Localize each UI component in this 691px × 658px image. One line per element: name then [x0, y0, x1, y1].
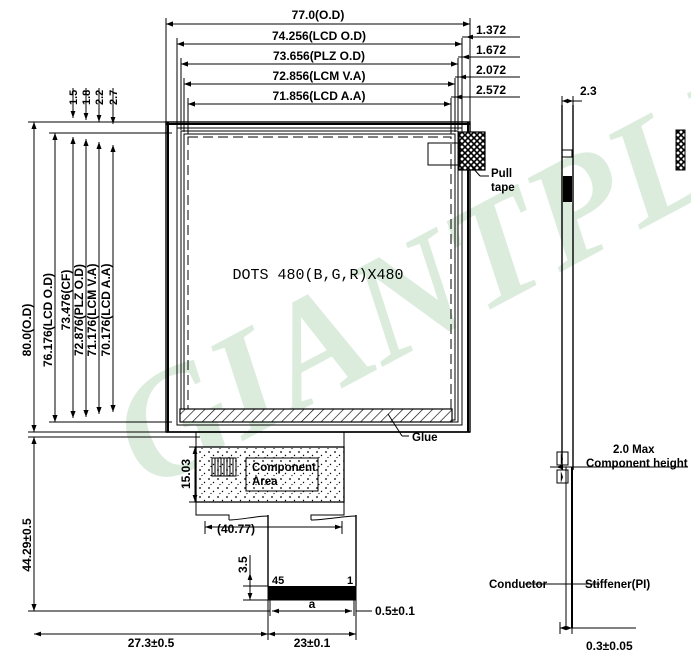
pin-number-1: 1	[347, 575, 353, 587]
dim-offset-4: 2.572	[476, 83, 506, 97]
dim-component-width: (40.77)	[217, 522, 255, 536]
dim-side-thickness: 2.3	[580, 84, 597, 98]
dim-pitch: 0.5±0.1	[375, 604, 415, 618]
dim-offset-3: 2.072	[476, 63, 506, 77]
component-height-dimension	[189, 446, 199, 503]
driver-ic	[211, 457, 237, 477]
side-view-group	[525, 96, 688, 634]
panel-dots-note: DOTS 480(B,G,R)X480	[232, 267, 403, 284]
dim-top-plz-od: 73.656(PLZ O.D)	[273, 49, 365, 63]
right-offset-ticks	[451, 34, 520, 100]
dim-top-offset-2: 1.8	[81, 90, 93, 105]
dim-top-lcd-aa: 71.856(LCD A.A)	[273, 89, 366, 103]
dim-left-od: 80.0(O.D)	[20, 304, 34, 357]
dim-tail-height: 44.29±0.5	[20, 518, 34, 572]
glue-label: Glue	[412, 432, 438, 444]
dim-stiffener-thickness: 0.3±0.05	[586, 639, 633, 653]
stiffener-label: Stiffener(PI)	[585, 579, 650, 591]
component-width-dimension	[204, 521, 343, 534]
side-component-height-line1: 2.0 Max	[613, 444, 655, 456]
dim-top-lcm-va: 72.856(LCM V.A)	[273, 69, 366, 83]
pull-tape-group	[427, 131, 489, 177]
conductor-leader	[525, 572, 600, 598]
dim-offset-1: 1.372	[476, 23, 506, 37]
dim-left-margin: 27.3±0.5	[128, 636, 175, 650]
side-component-height-line2: Component height	[586, 458, 688, 470]
component-area-label-line1: Component	[252, 462, 316, 474]
pull-tape-label-line1: Pull	[491, 168, 512, 180]
dim-top-offset-3: 2.2	[94, 90, 106, 105]
glue-band-group	[179, 408, 453, 437]
pull-tape-label-line2: tape	[491, 182, 515, 194]
glue-band	[179, 408, 453, 423]
component-area-label-line2: Area	[252, 476, 278, 488]
pin-number-45: 45	[272, 575, 284, 587]
bottom-dimension-chain	[34, 578, 372, 640]
fpc-connector-bar	[268, 586, 356, 600]
dim-pin-span: a	[309, 597, 316, 611]
left-dimension-chain	[28, 121, 172, 433]
top-offset-ticks	[70, 88, 116, 124]
dim-top-offset-4: 2.7	[108, 90, 120, 105]
dim-top-offset-1: 1.5	[68, 90, 80, 105]
fpc-offset-dimension	[243, 555, 268, 601]
dim-top-od: 77.0(O.D)	[292, 8, 345, 22]
conductor-label: Conductor	[489, 579, 548, 591]
dim-fpc-offset: 3.5	[236, 556, 250, 573]
side-pull-tape	[675, 129, 686, 171]
dim-left-lcm-va: 71.176(LCM V.A)	[85, 264, 99, 357]
dim-left-lcd-aa: 70.176(LCD A.A)	[99, 264, 113, 357]
tail-height-dimension	[28, 436, 270, 612]
dim-fpc-width: 23±0.1	[294, 636, 331, 650]
dim-left-plz-od: 72.876(PLZ O.D)	[72, 264, 86, 356]
side-fpc-block	[563, 176, 572, 202]
stiffener-thickness-dimension	[559, 622, 636, 634]
component-area-label-box	[245, 457, 319, 492]
dim-offset-2: 1.672	[476, 43, 506, 57]
dim-top-lcd-od: 74.256(LCD O.D)	[272, 29, 366, 43]
dim-left-cf: 73.476(CF)	[59, 270, 73, 331]
dim-component-height: 15.03	[179, 459, 193, 489]
pull-tape-patch	[458, 131, 486, 171]
fpc-tail-group	[166, 431, 470, 616]
dim-left-lcd-od: 76.176(LCD O.D)	[41, 273, 55, 367]
